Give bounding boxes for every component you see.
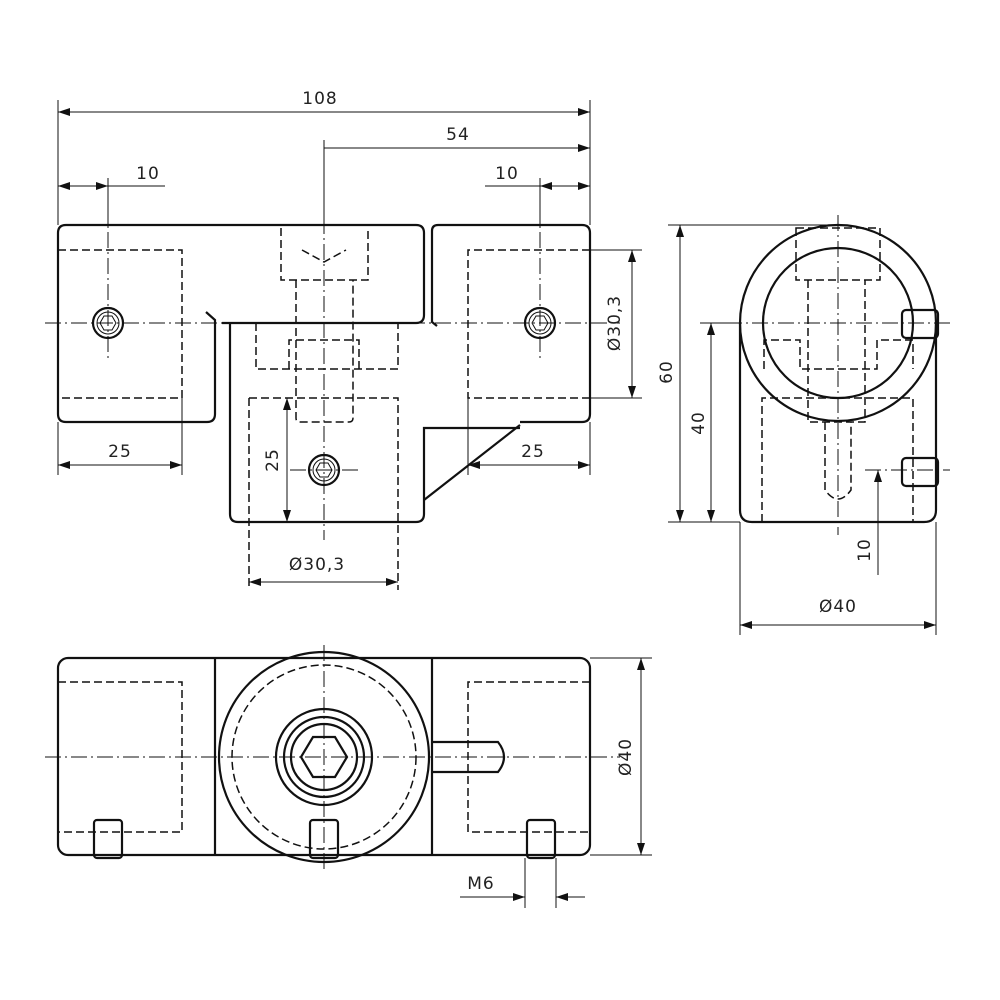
front-view [45, 140, 620, 590]
dim-bore-diameter-right: Ø30,3 [605, 295, 625, 351]
bottom-screw-icon [525, 818, 557, 860]
side-screw-icon [900, 308, 940, 340]
dim-side-height: 60 [657, 360, 677, 384]
bottom-view [45, 645, 620, 870]
bottom-screw-icon [92, 818, 124, 860]
set-screw-icon [307, 453, 341, 487]
dim-screw-offset-left: 10 [136, 164, 160, 184]
dim-half-length: 54 [446, 125, 470, 145]
side-screw-icon [900, 456, 940, 488]
set-screw-icon [523, 306, 557, 340]
dim-side-diameter: Ø40 [819, 597, 857, 617]
dim-bore-depth-right: 25 [521, 442, 545, 462]
dim-side-axis-height: 40 [689, 411, 709, 435]
dim-side-screw-height: 10 [855, 538, 875, 562]
dim-bottom-diameter: Ø40 [616, 738, 636, 776]
set-screw-icon [91, 306, 125, 340]
dim-bore-depth-left: 25 [108, 442, 132, 462]
dim-bore-depth-lower: 25 [263, 448, 283, 472]
dim-overall-length: 108 [302, 89, 337, 109]
dim-bore-diameter-lower: Ø30,3 [289, 555, 345, 575]
dim-screw-offset-right: 10 [495, 164, 519, 184]
dimensions: 108 54 10 10 25 25 25 Ø30,3 Ø30,3 60 40 … [57, 89, 937, 908]
side-view [700, 215, 950, 535]
dim-thread: M6 [467, 874, 494, 894]
